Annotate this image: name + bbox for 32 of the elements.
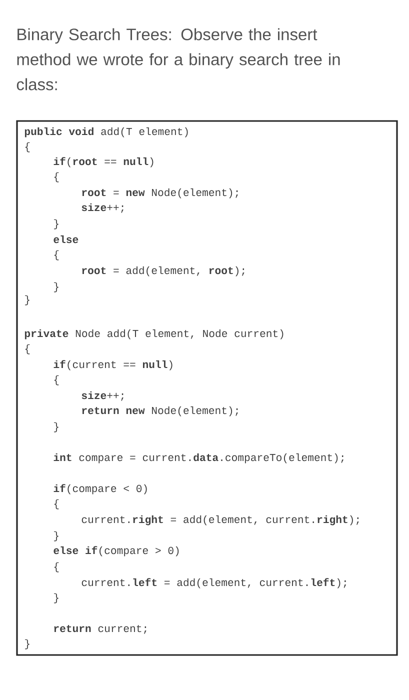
code-line: { xyxy=(25,344,30,354)
code-line: return current; xyxy=(54,624,146,634)
code-line: size++; xyxy=(82,391,124,401)
code-line: int compare = current.data.compareTo(element); xyxy=(54,453,344,464)
code-line: { xyxy=(54,499,59,510)
code-line: } xyxy=(25,295,30,306)
code-line: size++; xyxy=(82,203,124,213)
code-line: root = new Node(element); xyxy=(82,188,238,198)
code-line: } xyxy=(25,639,30,650)
code-line: public void add(T element) xyxy=(24,127,188,138)
code-line: if(root == null) xyxy=(54,157,154,168)
code-line: current.left = add(element, current.left); xyxy=(82,578,346,588)
heading-text: Binary Search Trees: Observe the insert method we wrote for a binary search tree in class: xyxy=(16,28,340,90)
code-line: if(current == null) xyxy=(54,360,172,370)
code-line: } xyxy=(54,282,58,292)
code-line: } xyxy=(54,219,58,230)
code-line: } xyxy=(54,422,58,432)
code-box xyxy=(16,120,398,656)
code-line: { xyxy=(54,375,59,386)
code-line: } xyxy=(54,593,58,604)
code-line: { xyxy=(54,562,59,572)
code-line: { xyxy=(54,250,59,260)
code-line: else if(compare > 0) xyxy=(54,546,179,556)
code-line: if(compare < 0) xyxy=(54,484,147,494)
code-line: private Node add(T element, Node current) xyxy=(24,329,284,340)
code-line: { xyxy=(54,172,59,182)
code-line: return new Node(element); xyxy=(82,406,238,416)
code-line: else xyxy=(54,235,78,244)
code-line: } xyxy=(54,531,58,542)
code-line: { xyxy=(25,142,30,152)
code-line: current.right = add(element, current.right); xyxy=(82,515,359,526)
code-line: root = add(element, root); xyxy=(82,266,244,276)
